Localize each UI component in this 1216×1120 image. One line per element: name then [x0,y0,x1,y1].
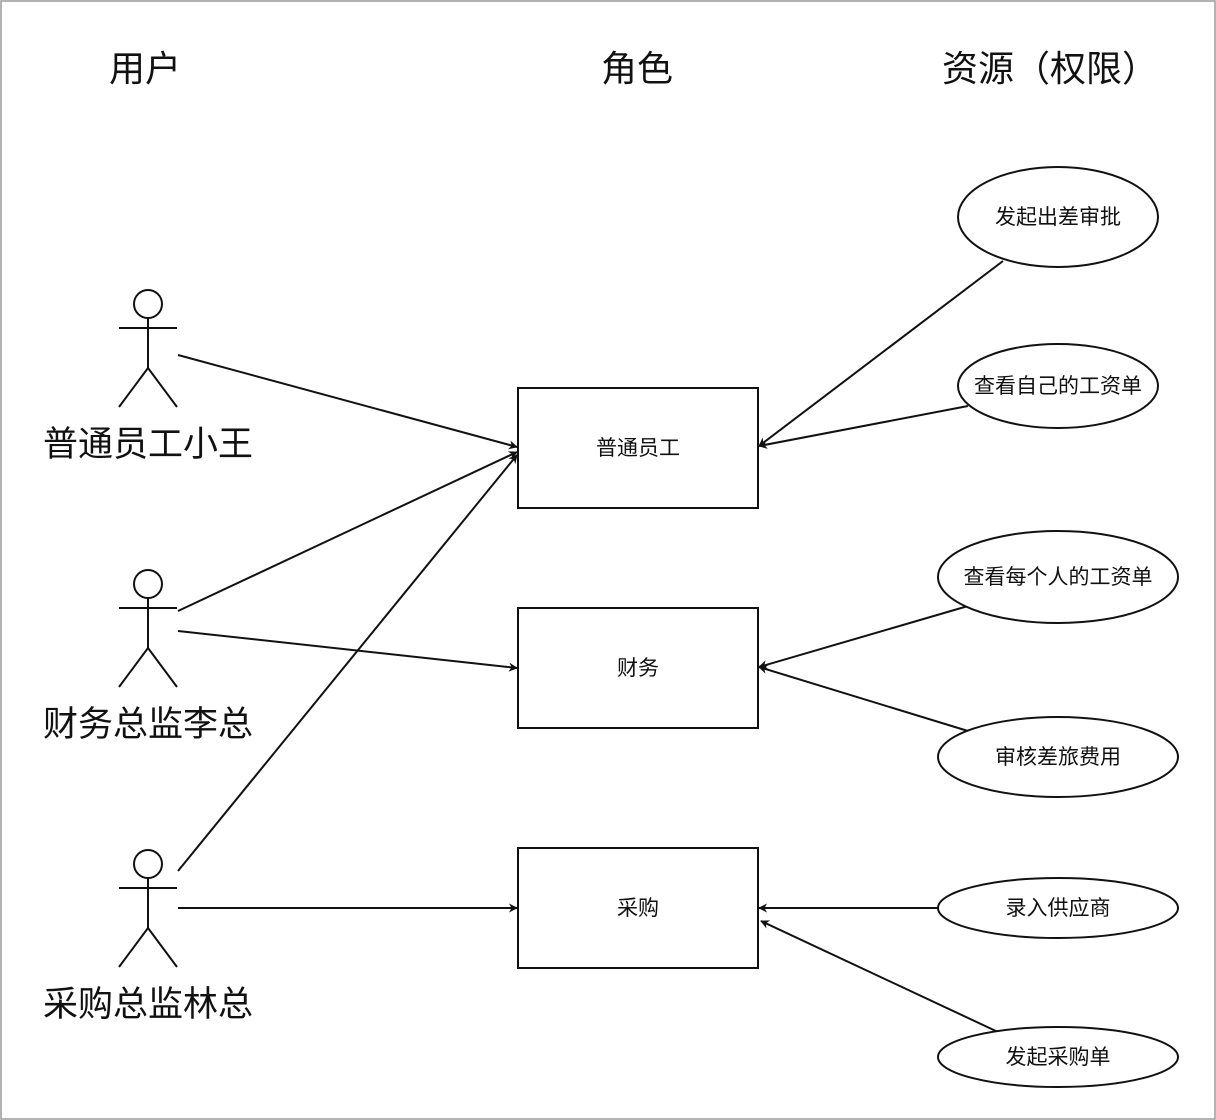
actor-right-leg [147,367,178,408]
role-box-employee [517,387,759,509]
actor-right-leg [147,927,178,968]
user-label-wang: 普通员工小王 [43,425,253,465]
permission-create-po [937,1026,1179,1088]
permission-label-audit-travel: 审核差旅费用 [995,745,1121,769]
actor-head [133,569,163,599]
arrow-trip-approval-to-employee [758,260,1004,447]
role-box-purchase [517,847,759,969]
user-actor-lin [118,849,178,968]
user-actor-wang [118,289,178,408]
actor-left-leg [118,927,149,968]
arrow-li-to-employee [177,451,518,612]
role-label-finance: 财务 [617,656,659,680]
role-box-finance [517,607,759,729]
user-label-lin: 采购总监林总 [43,985,253,1025]
users-column-header: 用户 [109,49,181,90]
actor-left-leg [118,367,149,408]
arrow-audit-travel-to-finance [758,665,969,732]
arrow-li-to-finance [177,630,518,672]
permission-all-payslips [937,530,1179,624]
roles-column-header: 角色 [601,49,673,90]
role-label-employee: 普通员工 [596,436,680,460]
permission-label-enter-supplier: 录入供应商 [1006,896,1111,920]
actor-right-leg [147,647,178,688]
arrow-wang-to-employee [177,354,518,450]
permission-trip-approval [957,166,1159,268]
actor-head [133,289,163,319]
permission-label-own-payslip: 查看自己的工资单 [974,374,1142,398]
role-label-purchase: 采购 [617,896,659,920]
user-label-li: 财务总监李总 [43,705,253,745]
user-actor-li [118,569,178,688]
arrow-all-payslips-to-finance [758,605,969,670]
permission-label-create-po: 发起采购单 [1006,1045,1111,1069]
permission-enter-supplier [937,877,1179,939]
resources-column-header: 资源（权限） [942,49,1158,90]
arrow-lin-to-employee [177,454,518,872]
permission-label-all-payslips: 查看每个人的工资单 [964,565,1153,589]
connectors [177,260,1004,1033]
permission-label-trip-approval: 发起出差审批 [995,205,1121,229]
arrow-own-payslip-to-employee [758,405,969,449]
actor-head [133,849,163,879]
permission-own-payslip [957,343,1159,429]
arrow-create-po-to-purchase [760,920,999,1033]
permission-audit-travel [937,716,1179,798]
actor-left-leg [118,647,149,688]
